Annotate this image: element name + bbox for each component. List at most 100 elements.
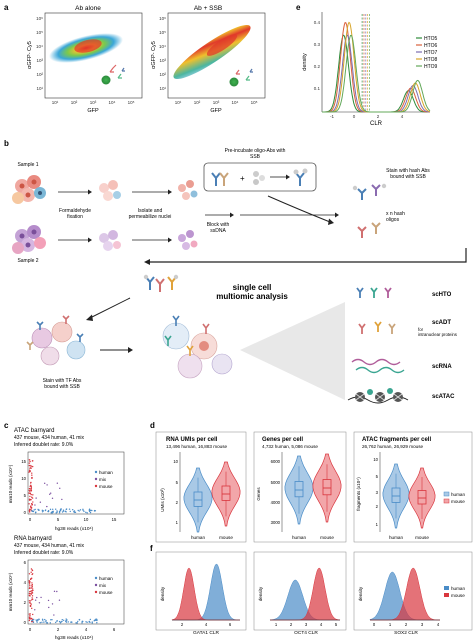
tick: 10⁶ <box>159 16 166 21</box>
panel-a-plot-1: Ab alone αGFP- Cy5 GFP 10¹ 10² 10³ 10⁴ 1… <box>27 5 143 114</box>
f-ylabel-2: density <box>258 586 263 601</box>
point-human <box>95 618 97 620</box>
panel-a-title-2: Ab + SSB <box>194 5 222 12</box>
point-mouse <box>28 587 31 590</box>
tf-antibodies <box>143 274 179 292</box>
e-xcat-human: human <box>292 535 306 540</box>
point-human <box>81 620 84 623</box>
f-ylabel-3: density <box>358 586 363 601</box>
point-mouse <box>31 598 34 601</box>
point-mouse <box>31 584 33 587</box>
tick: 2 <box>57 627 60 632</box>
e-genes-title: Genes per cell <box>262 437 303 443</box>
point-human <box>89 618 92 621</box>
point-mouse <box>29 595 31 597</box>
point-human <box>47 509 50 512</box>
point-mouse <box>28 600 31 602</box>
plus-icon: + <box>240 174 245 183</box>
antibody-icon <box>101 64 125 85</box>
point-human <box>77 620 79 623</box>
rna-barnyard-doublet: Inferred doublet rate: 9.0% <box>14 550 74 556</box>
point-human <box>65 508 68 510</box>
point-human <box>34 508 36 511</box>
rna-barnyard-title: RNA barnyard <box>14 536 52 542</box>
tick: 10⁵ <box>128 100 135 105</box>
legend-hto6: HTO6 <box>424 43 437 49</box>
point-mouse <box>28 619 31 622</box>
point-mouse <box>29 616 31 618</box>
point-mouse <box>28 503 30 505</box>
point-human <box>32 618 35 621</box>
e-xcat-mouse: mouse <box>219 535 233 540</box>
e-xcat-mouse: mouse <box>415 535 429 540</box>
tick: 15 <box>21 459 26 464</box>
point-human <box>78 619 81 621</box>
output-scadt-icon <box>358 321 396 334</box>
e-xcat-human: human <box>191 535 205 540</box>
sample2-cells <box>12 225 46 254</box>
atac-ylabel: mm10 reads (x10⁴) <box>8 464 13 503</box>
tick: 10³ <box>90 100 97 105</box>
tick: 0.2 <box>314 64 321 69</box>
point-mouse <box>30 508 32 510</box>
point-mix <box>56 590 58 593</box>
hash-antibodies <box>352 183 387 238</box>
tick: 3 <box>305 622 308 627</box>
panel-a-ylabel: αGFP- Cy5 <box>27 41 33 69</box>
tick: 0 <box>24 510 27 515</box>
tick: 4 <box>85 627 88 632</box>
point-mix <box>48 606 50 609</box>
tick: 6 <box>229 622 232 627</box>
point-mouse <box>29 498 31 501</box>
tick: 10⁴ <box>36 44 43 49</box>
legend-mouse: mouse <box>99 484 113 489</box>
point-mix <box>46 484 48 486</box>
f-xlabel-gata1: GATA1 CLR <box>193 630 219 636</box>
point-mouse <box>31 569 34 571</box>
e-atac-title: ATAC fragments per cell <box>362 437 431 443</box>
e-rna-title: RNA UMIs per cell <box>166 437 218 443</box>
legend-mouse: mouse <box>451 593 465 598</box>
tick: 10³ <box>159 58 166 63</box>
point-human <box>42 510 45 512</box>
point-mouse <box>28 510 31 512</box>
tick: 10¹ <box>36 86 43 91</box>
point-mix <box>53 590 56 593</box>
sample1-label: Sample 1 <box>17 162 38 168</box>
tick: 3 <box>376 490 379 495</box>
point-human <box>56 511 58 513</box>
tick: 0.3 <box>314 42 321 47</box>
point-mouse <box>29 617 31 619</box>
point-human <box>93 509 96 512</box>
point-human <box>38 618 40 620</box>
point-human <box>49 622 52 624</box>
tick: 10¹ <box>175 100 182 105</box>
point-human <box>62 619 65 621</box>
point-mouse <box>31 585 33 588</box>
tick: 0 <box>29 627 32 632</box>
point-mouse <box>28 462 31 464</box>
point-human <box>41 509 44 512</box>
point-mouse <box>28 492 30 494</box>
point-human <box>65 621 68 623</box>
point-human <box>36 621 38 623</box>
point-mouse <box>29 605 32 607</box>
legend-human: human <box>99 576 113 581</box>
panel-letter-b: b <box>4 139 9 148</box>
point-human <box>50 619 52 621</box>
tick: 1 <box>176 520 179 525</box>
point-human <box>85 621 87 623</box>
point-mouse <box>30 488 33 490</box>
tick: 10³ <box>36 58 43 63</box>
e-rna-sub: 13,496 human, 16,883 mouse <box>166 444 227 449</box>
f-ylabel-1: density <box>160 586 165 601</box>
point-mouse <box>29 492 31 494</box>
point-mouse <box>29 470 31 473</box>
tick: 2 <box>176 500 179 505</box>
panel-letter-c: e <box>296 3 301 12</box>
tick: 4 <box>401 114 404 119</box>
